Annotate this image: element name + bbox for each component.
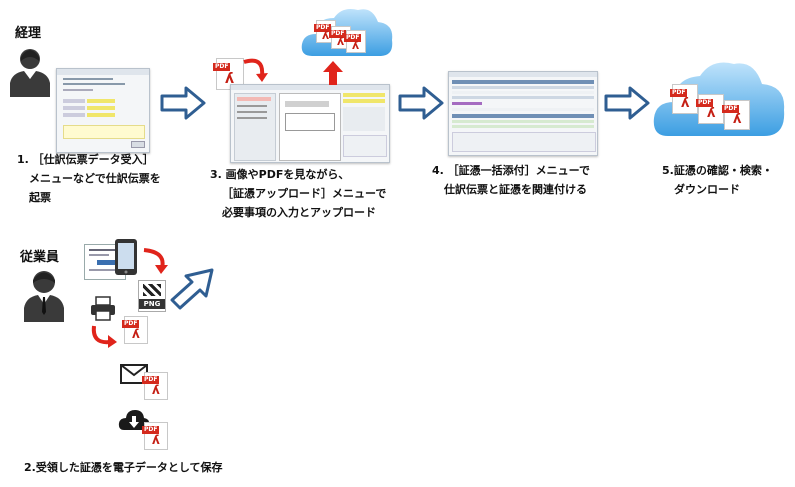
pdf-file-icon: PDF ʎ <box>722 100 750 130</box>
step1-line2: メニューなどで仕訳伝票を <box>29 172 161 185</box>
step3-line1: 3. 画像やPDFを見ながら、 <box>210 168 350 181</box>
role-accounting: 経理 <box>15 26 42 41</box>
step1-line1: 1. ［仕訳伝票データ受入］ <box>17 153 154 166</box>
curved-arrow-icon <box>143 248 168 274</box>
step2-label: 2.受領した証憑を電子データとして保存 <box>24 461 223 474</box>
pdf-file-icon: PDF ʎ <box>122 316 148 344</box>
pdf-label: PDF <box>722 105 740 113</box>
upload-arrow-icon <box>323 61 343 85</box>
person-icon <box>24 271 64 322</box>
pdf-file-icon: PDF ʎ <box>142 372 168 400</box>
pdf-file-icon: PDF ʎ <box>670 84 698 114</box>
pdf-label: PDF <box>696 99 714 107</box>
hollow-arrow-icon <box>398 86 444 120</box>
step3-line2: ［証憑アップロード］メニューで <box>222 187 387 200</box>
step5-line1: 5.証憑の確認・検索・ <box>662 164 773 177</box>
pdf-file-icon: PDF ʎ <box>344 30 366 53</box>
pdf-label: PDF <box>329 30 347 38</box>
pdf-label: PDF <box>142 376 160 384</box>
png-label: PNG <box>139 299 165 309</box>
pdf-label: PDF <box>314 24 332 32</box>
pdf-label: PDF <box>670 89 688 97</box>
role-employee: 従業員 <box>20 250 60 265</box>
step1-line3: 起票 <box>29 191 51 204</box>
printer-scanner-icon <box>91 296 115 321</box>
curved-arrow-icon <box>243 58 268 82</box>
pdf-file-icon: PDF ʎ <box>696 94 724 124</box>
pdf-label: PDF <box>142 426 160 434</box>
step4-line2: 仕訳伝票と証憑を関連付ける <box>444 183 587 196</box>
receipt-upload-screenshot <box>230 84 390 163</box>
person-icon <box>10 49 50 97</box>
journal-entry-screenshot <box>56 68 150 153</box>
step4-line1: 4. ［証憑一括添付］メニューで <box>432 164 591 177</box>
pdf-label: PDF <box>213 63 231 71</box>
hollow-arrow-icon <box>604 86 650 120</box>
pdf-label: PDF <box>344 34 362 42</box>
pdf-label: PDF <box>122 320 140 328</box>
png-file-icon: PNG <box>138 280 166 312</box>
pdf-file-icon: PDF ʎ <box>142 422 168 450</box>
step5-line2: ダウンロード <box>674 183 740 196</box>
bulk-attach-screenshot <box>448 71 598 156</box>
hollow-arrow-icon <box>170 268 214 310</box>
step3-line3: 必要事項の入力とアップロード <box>222 206 376 219</box>
curved-arrow-icon <box>91 325 117 348</box>
cloud-download-icon <box>118 410 150 430</box>
smartphone-icon <box>115 239 137 275</box>
hollow-arrow-icon <box>160 86 206 120</box>
